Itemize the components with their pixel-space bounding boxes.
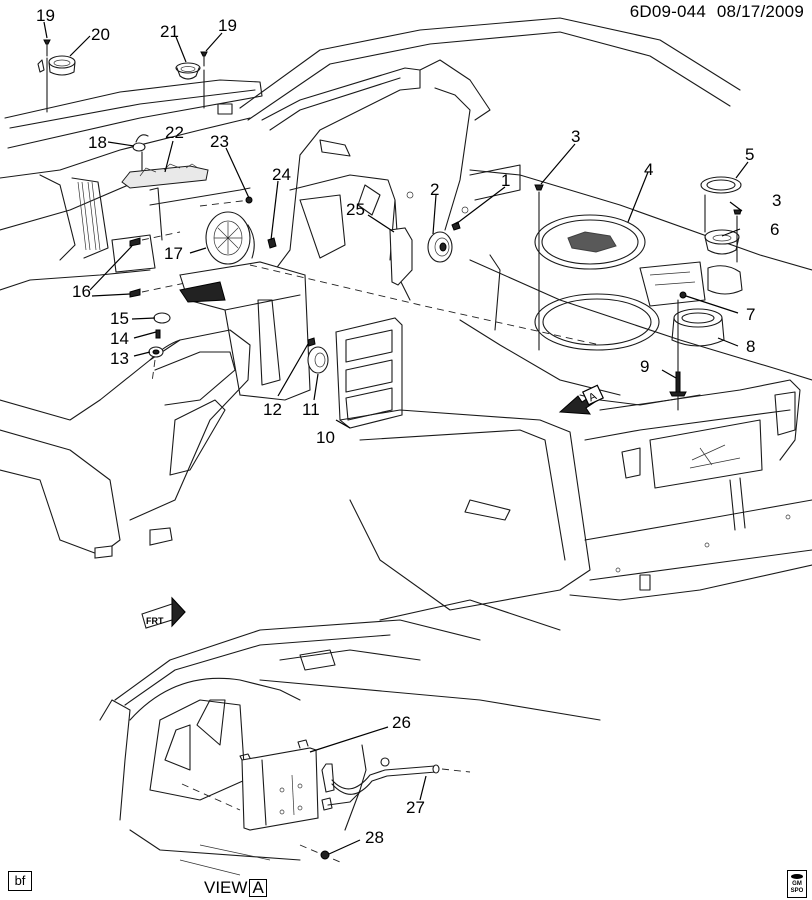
callout-3: 3 — [571, 127, 580, 146]
callout-9: 9 — [640, 357, 649, 376]
trunk-interior-view-a-illustration — [99, 599, 601, 876]
illustrator-code: bf — [8, 871, 32, 891]
callout-22: 22 — [165, 123, 184, 142]
callout-14: 14 — [110, 329, 129, 348]
callout-25: 25 — [346, 200, 365, 219]
wiring-harness-27-illustration — [321, 744, 440, 831]
callout-18: 18 — [88, 133, 107, 152]
callout-6: 6 — [770, 220, 779, 239]
callout-26: 26 — [392, 713, 411, 732]
callout-11: 11 — [302, 400, 320, 419]
callout-5: 5 — [745, 145, 754, 164]
amplifier-26-illustration — [239, 739, 319, 831]
screw-19-icons — [43, 39, 208, 67]
fastener-24-icon — [267, 237, 277, 249]
console-illustration — [179, 261, 311, 401]
callout-10: 10 — [316, 428, 335, 447]
callout-24: 24 — [272, 165, 291, 184]
dashed-path — [299, 844, 341, 863]
view-letter-box: A — [249, 879, 267, 897]
rear-deck-illustration — [459, 169, 812, 396]
speaker-4-illustration — [534, 214, 646, 270]
screw-16-icons — [129, 237, 141, 298]
bracket-22-illustration — [121, 163, 209, 189]
callout-labels: 19 20 21 19 18 22 23 24 25 2 1 3 4 5 3 6… — [36, 6, 781, 847]
callout-21: 21 — [160, 22, 179, 41]
callout-17: 17 — [164, 244, 183, 263]
logo-text: GM SPO — [789, 881, 805, 895]
clip-1-illustration — [451, 221, 461, 231]
callout-19: 19 — [218, 16, 237, 35]
dashed-path — [249, 264, 601, 346]
view-a-arrow-icon: A — [558, 384, 605, 415]
screw-3-icons — [534, 184, 742, 215]
speaker-8-illustration — [671, 308, 725, 347]
speaker-6-illustration — [704, 229, 740, 255]
leader-lines — [43, 21, 749, 855]
diagram-date: 08/17/2009 — [716, 2, 804, 21]
front-arrow-label: FRT — [146, 616, 164, 626]
callout-1: 1 — [501, 171, 510, 190]
rear-seat-illustration — [0, 329, 251, 559]
nut-28-icon — [320, 850, 330, 860]
logo-line-2: SPO — [790, 888, 804, 894]
callout-4: 4 — [644, 160, 653, 179]
callout-23: 23 — [210, 132, 229, 151]
gm-spo-logo-icon: GM SPO — [787, 870, 807, 898]
callout-13: 13 — [110, 349, 129, 368]
callout-3: 3 — [772, 191, 781, 210]
callout-12: 12 — [263, 400, 282, 419]
door-frame-illustration — [261, 59, 521, 301]
callout-8: 8 — [746, 337, 755, 356]
callout-16: 16 — [72, 282, 91, 301]
callout-20: 20 — [91, 25, 110, 44]
callout-28: 28 — [365, 828, 384, 847]
headrest-parts-illustration — [148, 312, 171, 383]
dashed-path — [441, 768, 471, 773]
callout-15: 15 — [110, 309, 129, 328]
front-direction-arrow-icon: FRT — [141, 596, 186, 629]
panel-25-illustration — [389, 227, 413, 286]
diagram-header: 6D09-044 08/17/2009 — [630, 2, 804, 22]
speaker-2-illustration — [427, 231, 453, 263]
dashed-path — [181, 783, 241, 811]
callout-7: 7 — [746, 305, 755, 324]
callout-19: 19 — [36, 6, 55, 25]
ring-5-illustration — [700, 176, 742, 194]
view-label: VIEW — [204, 878, 248, 897]
clip-12-illustration — [307, 337, 316, 347]
callout-27: 27 — [406, 798, 425, 817]
speaker-21-illustration — [175, 62, 201, 80]
callout-2: 2 — [430, 180, 439, 199]
diagram-id: 6D09-044 — [629, 2, 706, 21]
speaker-11-illustration — [307, 346, 329, 374]
fastener-7-icon — [679, 291, 687, 299]
logo-oval — [791, 874, 803, 879]
logo-line-1: GM — [792, 881, 802, 887]
dashboard-illustration — [0, 17, 741, 291]
car-rear-body-illustration — [339, 379, 812, 611]
speaker-17-illustration — [205, 211, 255, 265]
speaker-20-illustration — [37, 55, 76, 76]
